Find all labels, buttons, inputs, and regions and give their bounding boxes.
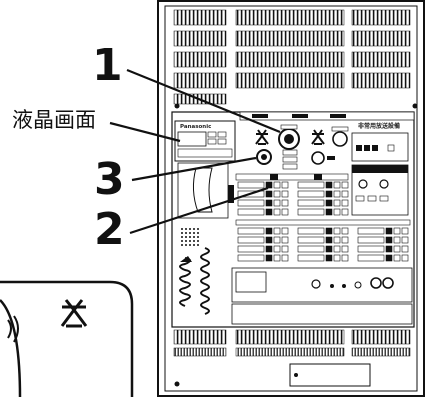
callout-1: 1 [92,40,123,91]
top-vent-grille [173,9,411,105]
microphone-icon [179,228,210,315]
speaker-emergency-icon [60,299,88,328]
callout-3: 3 [94,154,125,205]
callout-lines [109,68,281,235]
control-panel: Panasonic 非常用放送設備 [171,111,415,328]
lcd-screen [177,131,207,147]
speaker-emergency-icon [311,129,325,145]
bottom-vent-grille [173,329,411,387]
speaker-emergency-icon [255,129,269,145]
zone-selector-grid [235,173,411,262]
panel-brand: Panasonic [180,124,211,130]
zoom-inset [0,280,134,398]
panel-title: 非常用放送設備 [358,122,400,130]
callout-2: 2 [94,204,125,255]
callout-lcd-label: 液晶画面 [12,108,96,132]
